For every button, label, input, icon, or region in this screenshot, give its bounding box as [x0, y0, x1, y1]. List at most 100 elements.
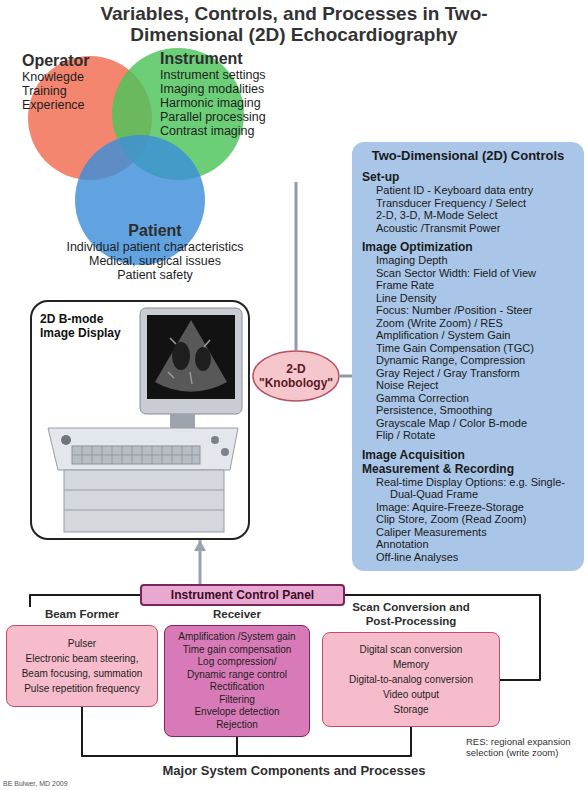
- circle-text: PatientIndividual patient characteristic…: [45, 135, 265, 282]
- circle-item: Imaging modalities: [160, 82, 335, 96]
- process-item: Log compression/: [169, 656, 305, 669]
- circle-text: OperatorKnowlegdeTrainingExperience: [18, 48, 155, 112]
- circle-item: Harmonic imaging: [160, 96, 335, 110]
- label-slot: Major System Components and Processes: [0, 763, 588, 779]
- heart-chamber: [172, 342, 190, 370]
- control-item: Focus: Number /Position - Steer: [362, 304, 574, 317]
- label-slot: BE Bulwer, MD 2009: [3, 779, 153, 788]
- control-item: Image: Aquire-Freeze-Storage: [362, 501, 574, 514]
- control-item: Imaging Depth: [362, 254, 574, 267]
- circle-heading: Patient: [45, 221, 265, 240]
- connector: [194, 540, 206, 584]
- process-item: Amplification /System gain: [169, 631, 305, 644]
- sector-image: [155, 320, 227, 392]
- control-item: Transducer Frequency / Select: [362, 197, 574, 210]
- control-item: Persistence, Smoothing: [362, 404, 574, 417]
- control-item: Grayscale Map / Color B-mode: [362, 417, 574, 430]
- arrow-head: [194, 540, 206, 551]
- control-item: Scan Sector Width: Field of View: [362, 267, 574, 280]
- circle-item: Individual patient characteristics: [45, 240, 265, 254]
- knobology-ellipse: 2-D "Knobology": [252, 350, 340, 402]
- ellipse-text: 2-D "Knobology": [252, 350, 340, 402]
- process-item: Filtering: [169, 694, 305, 707]
- venn-circle: PatientIndividual patient characteristic…: [45, 135, 265, 295]
- control-item: Noise Reject: [362, 379, 574, 392]
- control-item: Patient ID - Keyboard data entry: [362, 184, 574, 197]
- control-item: 2-D, 3-D, M-Mode Select: [362, 209, 574, 222]
- component-body: Amplification /System gainTime gain comp…: [164, 625, 310, 737]
- process-item: Envelope detection: [169, 706, 305, 719]
- control-item: Caliper Measurements: [362, 526, 574, 539]
- control-item: Real-time Display Options: e.g. Single-D…: [362, 476, 574, 501]
- credit-note: BE Bulwer, MD 2009: [3, 779, 153, 788]
- control-item: Off-line Analyses: [362, 551, 574, 564]
- diagram-title: Variables, Controls, and Processes in Tw…: [72, 3, 517, 45]
- process-item: Storage: [327, 702, 495, 717]
- process-item: Digital-to-analog conversion: [327, 672, 495, 687]
- connector: [340, 376, 352, 377]
- ellipse-fill: [253, 351, 339, 401]
- footnote: RES: regional expansion selection (write…: [466, 736, 584, 758]
- process-item: Rectification: [169, 681, 305, 694]
- control-item: Amplification / System Gain: [362, 329, 574, 342]
- connector-line: [340, 375, 352, 378]
- trackball: [61, 435, 71, 445]
- circle-item: Training: [22, 84, 155, 98]
- box-label: Instrument Control Panel: [171, 588, 314, 602]
- title-slot: Variables, Controls, and Processes in Tw…: [0, 3, 588, 45]
- section-heading: Image Optimization: [362, 240, 542, 254]
- panel-heading: Two-Dimensional (2D) Controls: [362, 148, 574, 164]
- component-box: Beam FormerPulserElectronic beam steerin…: [6, 607, 158, 707]
- circle-item: Instrument settings: [160, 68, 335, 82]
- control-item: Zoom (Write Zoom) / RES: [362, 317, 574, 330]
- component-heading: Receiver: [164, 607, 310, 621]
- control-item: Clip Store, Zoom (Read Zoom): [362, 513, 574, 526]
- monitor-housing: [140, 308, 242, 414]
- section-heading: Image Acquisition Measurement & Recordin…: [362, 448, 542, 476]
- connector-line: [30, 595, 140, 607]
- keyboard-keys: [72, 446, 200, 464]
- connector: [30, 595, 140, 607]
- circle-item: Parallel processing: [160, 110, 335, 124]
- circle-heading: Operator: [22, 51, 155, 70]
- controls-panel: Two-Dimensional (2D) ControlsSet-upPatie…: [352, 142, 584, 571]
- machine-keyboard: [72, 446, 200, 464]
- monitor-stand: [170, 414, 195, 428]
- connector-line: [295, 182, 298, 350]
- process-item: Electronic beam steering,: [11, 651, 153, 666]
- control-item: Frame Rate: [362, 279, 574, 292]
- control-knob: [211, 436, 219, 444]
- process-item: Digital scan conversion: [327, 642, 495, 657]
- process-item: Beam focusing, summation: [11, 666, 153, 681]
- section-heading: Set-up: [362, 170, 542, 184]
- circle-item: Medical, surgical issues: [45, 254, 265, 268]
- control-knob: [221, 448, 229, 456]
- component-box: ReceiverAmplification /System gainTime g…: [164, 607, 310, 737]
- knobology-label: 2-D "Knobology": [256, 362, 336, 390]
- control-item: Time Gain Compensation (TGC): [362, 342, 574, 355]
- control-item: Gray Reject / Gray Transform: [362, 367, 574, 380]
- control-item: Dynamic Range, Compression: [362, 354, 574, 367]
- connector: [296, 182, 297, 350]
- control-item: Line Density: [362, 292, 574, 305]
- machine-console: [48, 428, 238, 470]
- circle-item: Contrast imaging: [160, 124, 335, 138]
- circle-item: Knowlegde: [22, 70, 155, 84]
- control-item: Flip / Rotate: [362, 429, 574, 442]
- circle-item: Patient safety: [45, 268, 265, 282]
- process-item: Time gain compensation: [169, 644, 305, 657]
- section-caption: Major System Components and Processes: [0, 763, 588, 779]
- process-item: Rejection: [169, 719, 305, 732]
- control-panel-box: Instrument Control Panel: [140, 584, 345, 606]
- cabinet-drawers: [64, 490, 224, 510]
- component-heading: Scan Conversion and Post-Processing: [341, 600, 481, 628]
- process-item: Pulse repetition frequency: [11, 681, 153, 696]
- control-item: Gamma Correction: [362, 392, 574, 405]
- circle-item: Experience: [22, 98, 155, 112]
- machine-cabinet: [64, 470, 224, 532]
- process-item: Pulser: [11, 636, 153, 651]
- label-slot: RES: regional expansion selection (write…: [466, 736, 584, 758]
- process-item: Video output: [327, 687, 495, 702]
- process-item: Dynamic range control: [169, 669, 305, 682]
